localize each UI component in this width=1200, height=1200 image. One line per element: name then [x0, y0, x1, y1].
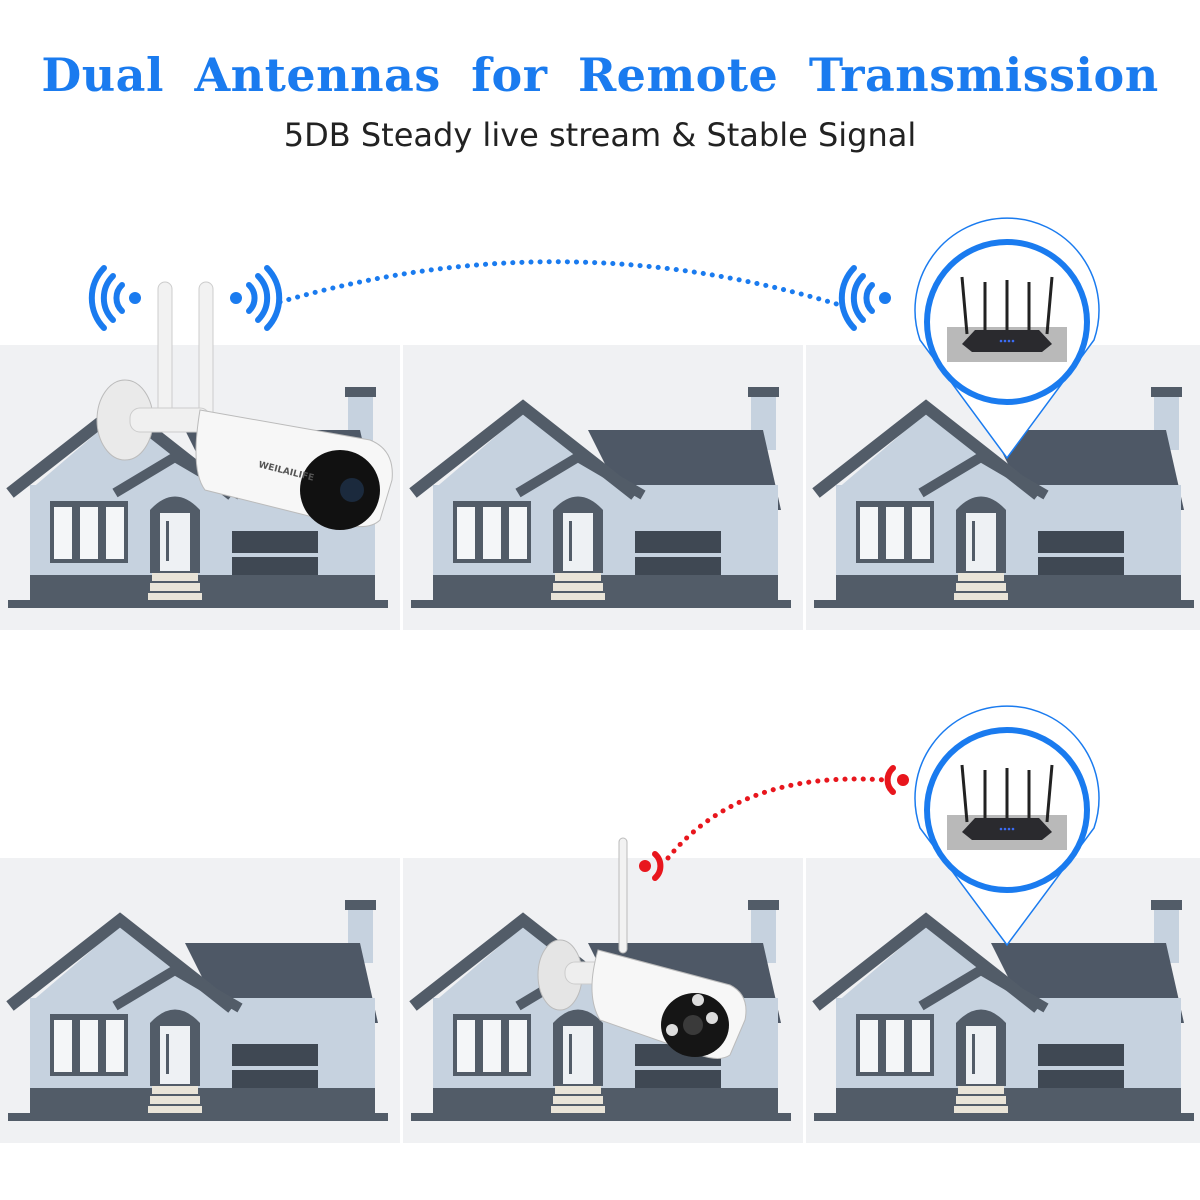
wifi-signal-icon [230, 265, 283, 331]
wifi-signal-icon [838, 265, 891, 331]
router-location-pin [914, 705, 1100, 947]
weak-signal-icon [884, 765, 909, 795]
router-location-pin [914, 217, 1100, 460]
house-4 [0, 858, 400, 1143]
house-2 [403, 345, 803, 630]
page-subtitle: 5DB Steady live stream & Stable Signal [283, 116, 917, 154]
page-title: Dual Antennas for Remote Transmission [41, 48, 1159, 102]
signal-path-weak [665, 776, 888, 861]
dual-antenna-camera: WEILAILIFE [96, 281, 393, 530]
signal-path-strong [277, 259, 843, 308]
weak-signal-icon [639, 851, 664, 881]
single-antenna-camera [537, 837, 747, 1059]
wifi-signal-icon [88, 265, 141, 331]
